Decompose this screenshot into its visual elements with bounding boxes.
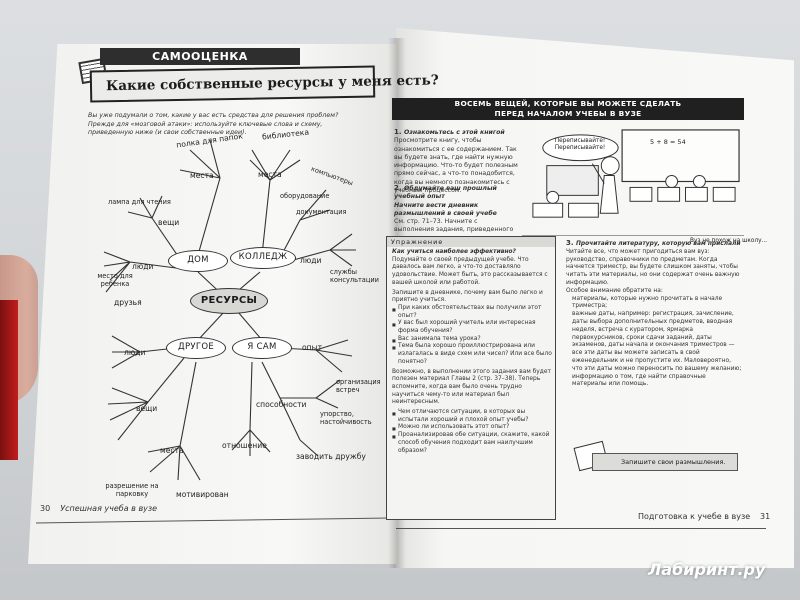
mindmap-label: люди bbox=[132, 262, 154, 271]
mindmap-label: места bbox=[190, 171, 214, 180]
mindmap-label: оборудование bbox=[280, 192, 330, 200]
reflection-note: Запишите свои размышления. bbox=[592, 453, 738, 471]
exercise-text-1: Подумайте о своей предыдущей учебе. Что … bbox=[392, 256, 548, 286]
step-3-title: Прочитайте литературу, которую вам присл… bbox=[575, 241, 741, 247]
list-item: Чем отличаются ситуации, в которых вы ис… bbox=[392, 409, 552, 424]
list-item: Вас занимала тема урока? bbox=[392, 336, 552, 344]
list-item: Тема была хорошо проиллюстрирована или и… bbox=[392, 343, 552, 366]
mindmap-label: лампа для чтения bbox=[108, 198, 171, 206]
mindmap-label: мотивирован bbox=[176, 490, 229, 499]
exercise-label: Упражнение bbox=[387, 237, 555, 247]
mindmap-label: места bbox=[258, 170, 282, 179]
section-label: САМООЦЕНКА bbox=[100, 48, 300, 65]
mindmap-label: вещи bbox=[158, 218, 180, 227]
exercise-question: Как учиться наиболее эффективно? bbox=[392, 249, 516, 255]
watermark-logo: Лабиринт.ру bbox=[648, 560, 766, 579]
left-footer: 30 Успешная учеба в вузе bbox=[40, 504, 157, 513]
step-2: 2. Обдумайте ваш прошлый учебный опыт На… bbox=[394, 184, 518, 243]
step-3-bullet-2: важные даты, например: регистрация, зачи… bbox=[572, 311, 742, 372]
exercise-body: Как учиться наиболее эффективно? Подумай… bbox=[392, 249, 552, 455]
step-3-attention: Особое внимание обратите на: bbox=[566, 287, 663, 294]
mindmap-label: упорство, настойчивость bbox=[320, 410, 372, 426]
step-2-title: Обдумайте ваш прошлый учебный опыт bbox=[394, 185, 497, 201]
cartoon-board-text: 5 + 8 = 54 bbox=[650, 138, 686, 146]
step-2-subtitle: Начните вести дневник размышлений в свое… bbox=[394, 201, 497, 217]
exercise-text-2: Запишите в дневнике, почему вам было лег… bbox=[392, 289, 543, 304]
step-1-text: Просмотрите книгу, чтобы ознакомиться с … bbox=[394, 137, 518, 195]
mindmap-label: службы консультации bbox=[330, 268, 379, 284]
left-page-number: 30 bbox=[40, 504, 51, 513]
mindmap-label: друзья bbox=[114, 298, 142, 307]
left-running-title: Успешная учеба в вузе bbox=[60, 504, 158, 513]
right-header-line1: ВОСЕМЬ ВЕЩЕЙ, КОТОРЫЕ ВЫ МОЖЕТЕ СДЕЛАТЬ bbox=[454, 99, 682, 108]
intro-text: Вы уже подумали о том, какие у вас есть … bbox=[88, 112, 339, 137]
mindmap-label: заводить дружбу bbox=[296, 452, 366, 461]
classroom-cartoon bbox=[522, 129, 744, 236]
list-item: При каких обстоятельствах вы получили эт… bbox=[392, 305, 552, 320]
right-running-title: Подготовка к учебе в вузе bbox=[638, 512, 751, 521]
mindmap-label: вещи bbox=[136, 404, 158, 413]
list-item: Проанализировав обе ситуации, скажите, к… bbox=[392, 432, 552, 455]
mindmap-label: люди bbox=[300, 256, 322, 265]
mindmap-node-other: ДРУГОЕ bbox=[166, 337, 226, 359]
mindmap-label: люди bbox=[124, 348, 146, 357]
cartoon-speech: Переписывайте! Переписывайте! bbox=[554, 138, 606, 151]
mindmap-node-home: ДОМ bbox=[168, 250, 228, 272]
mindmap-center-resources: РЕСУРСЫ bbox=[190, 288, 268, 314]
exercise-bullets-2: Чем отличаются ситуации, в которых вы ис… bbox=[392, 409, 552, 455]
exercise-text-3: Возможно, в выполнении этого задания вам… bbox=[392, 368, 551, 406]
list-item: У вас был хороший учитель или интересная… bbox=[392, 320, 552, 335]
mindmap-label: отношение bbox=[222, 441, 267, 450]
mindmap-label: документация bbox=[296, 208, 347, 216]
mindmap-label: способности bbox=[256, 400, 307, 409]
step-1-title: Ознакомьтесь с этой книгой bbox=[403, 129, 505, 136]
step-3-text: Читайте все, что может пригодиться вам в… bbox=[566, 248, 740, 286]
right-page-header: ВОСЕМЬ ВЕЩЕЙ, КОТОРЫЕ ВЫ МОЖЕТЕ СДЕЛАТЬ … bbox=[392, 98, 744, 120]
exercise-bullets-1: При каких обстоятельствах вы получили эт… bbox=[392, 305, 552, 367]
step-1: 1. Ознакомьтесь с этой книгой Просмотрит… bbox=[394, 128, 518, 195]
cartoon-caption: Вуз не похож на школу... bbox=[690, 238, 768, 244]
step-3: 3. Прочитайте литературу, которую вам пр… bbox=[566, 239, 742, 388]
right-header-line2: ПЕРЕД НАЧАЛОМ УЧЕБЫ В ВУЗЕ bbox=[494, 109, 642, 118]
mindmap-label: место для ребенка bbox=[97, 272, 133, 288]
step-3-bullet-3: информацию о том, где найти справочные м… bbox=[572, 373, 706, 388]
exercise-box: Упражнение Как учиться наиболее эффектив… bbox=[386, 236, 556, 520]
mindmap-label: места bbox=[160, 446, 184, 455]
mindmap-label: организация встреч bbox=[336, 378, 381, 394]
mindmap-label: опыт bbox=[302, 343, 323, 352]
mindmap-label: разрешение на парковку bbox=[105, 482, 159, 498]
mindmap-node-college: КОЛЛЕДЖ bbox=[230, 247, 296, 269]
list-item: Можно ли использовать этот опыт? bbox=[392, 424, 552, 432]
right-page-number: 31 bbox=[760, 512, 771, 521]
book-cover-edge bbox=[0, 300, 18, 460]
step-3-bullet-1: материалы, которые нужно прочитать в нач… bbox=[572, 295, 723, 310]
mindmap-node-myself: Я САМ bbox=[232, 337, 292, 359]
right-footer-rule bbox=[396, 528, 766, 529]
